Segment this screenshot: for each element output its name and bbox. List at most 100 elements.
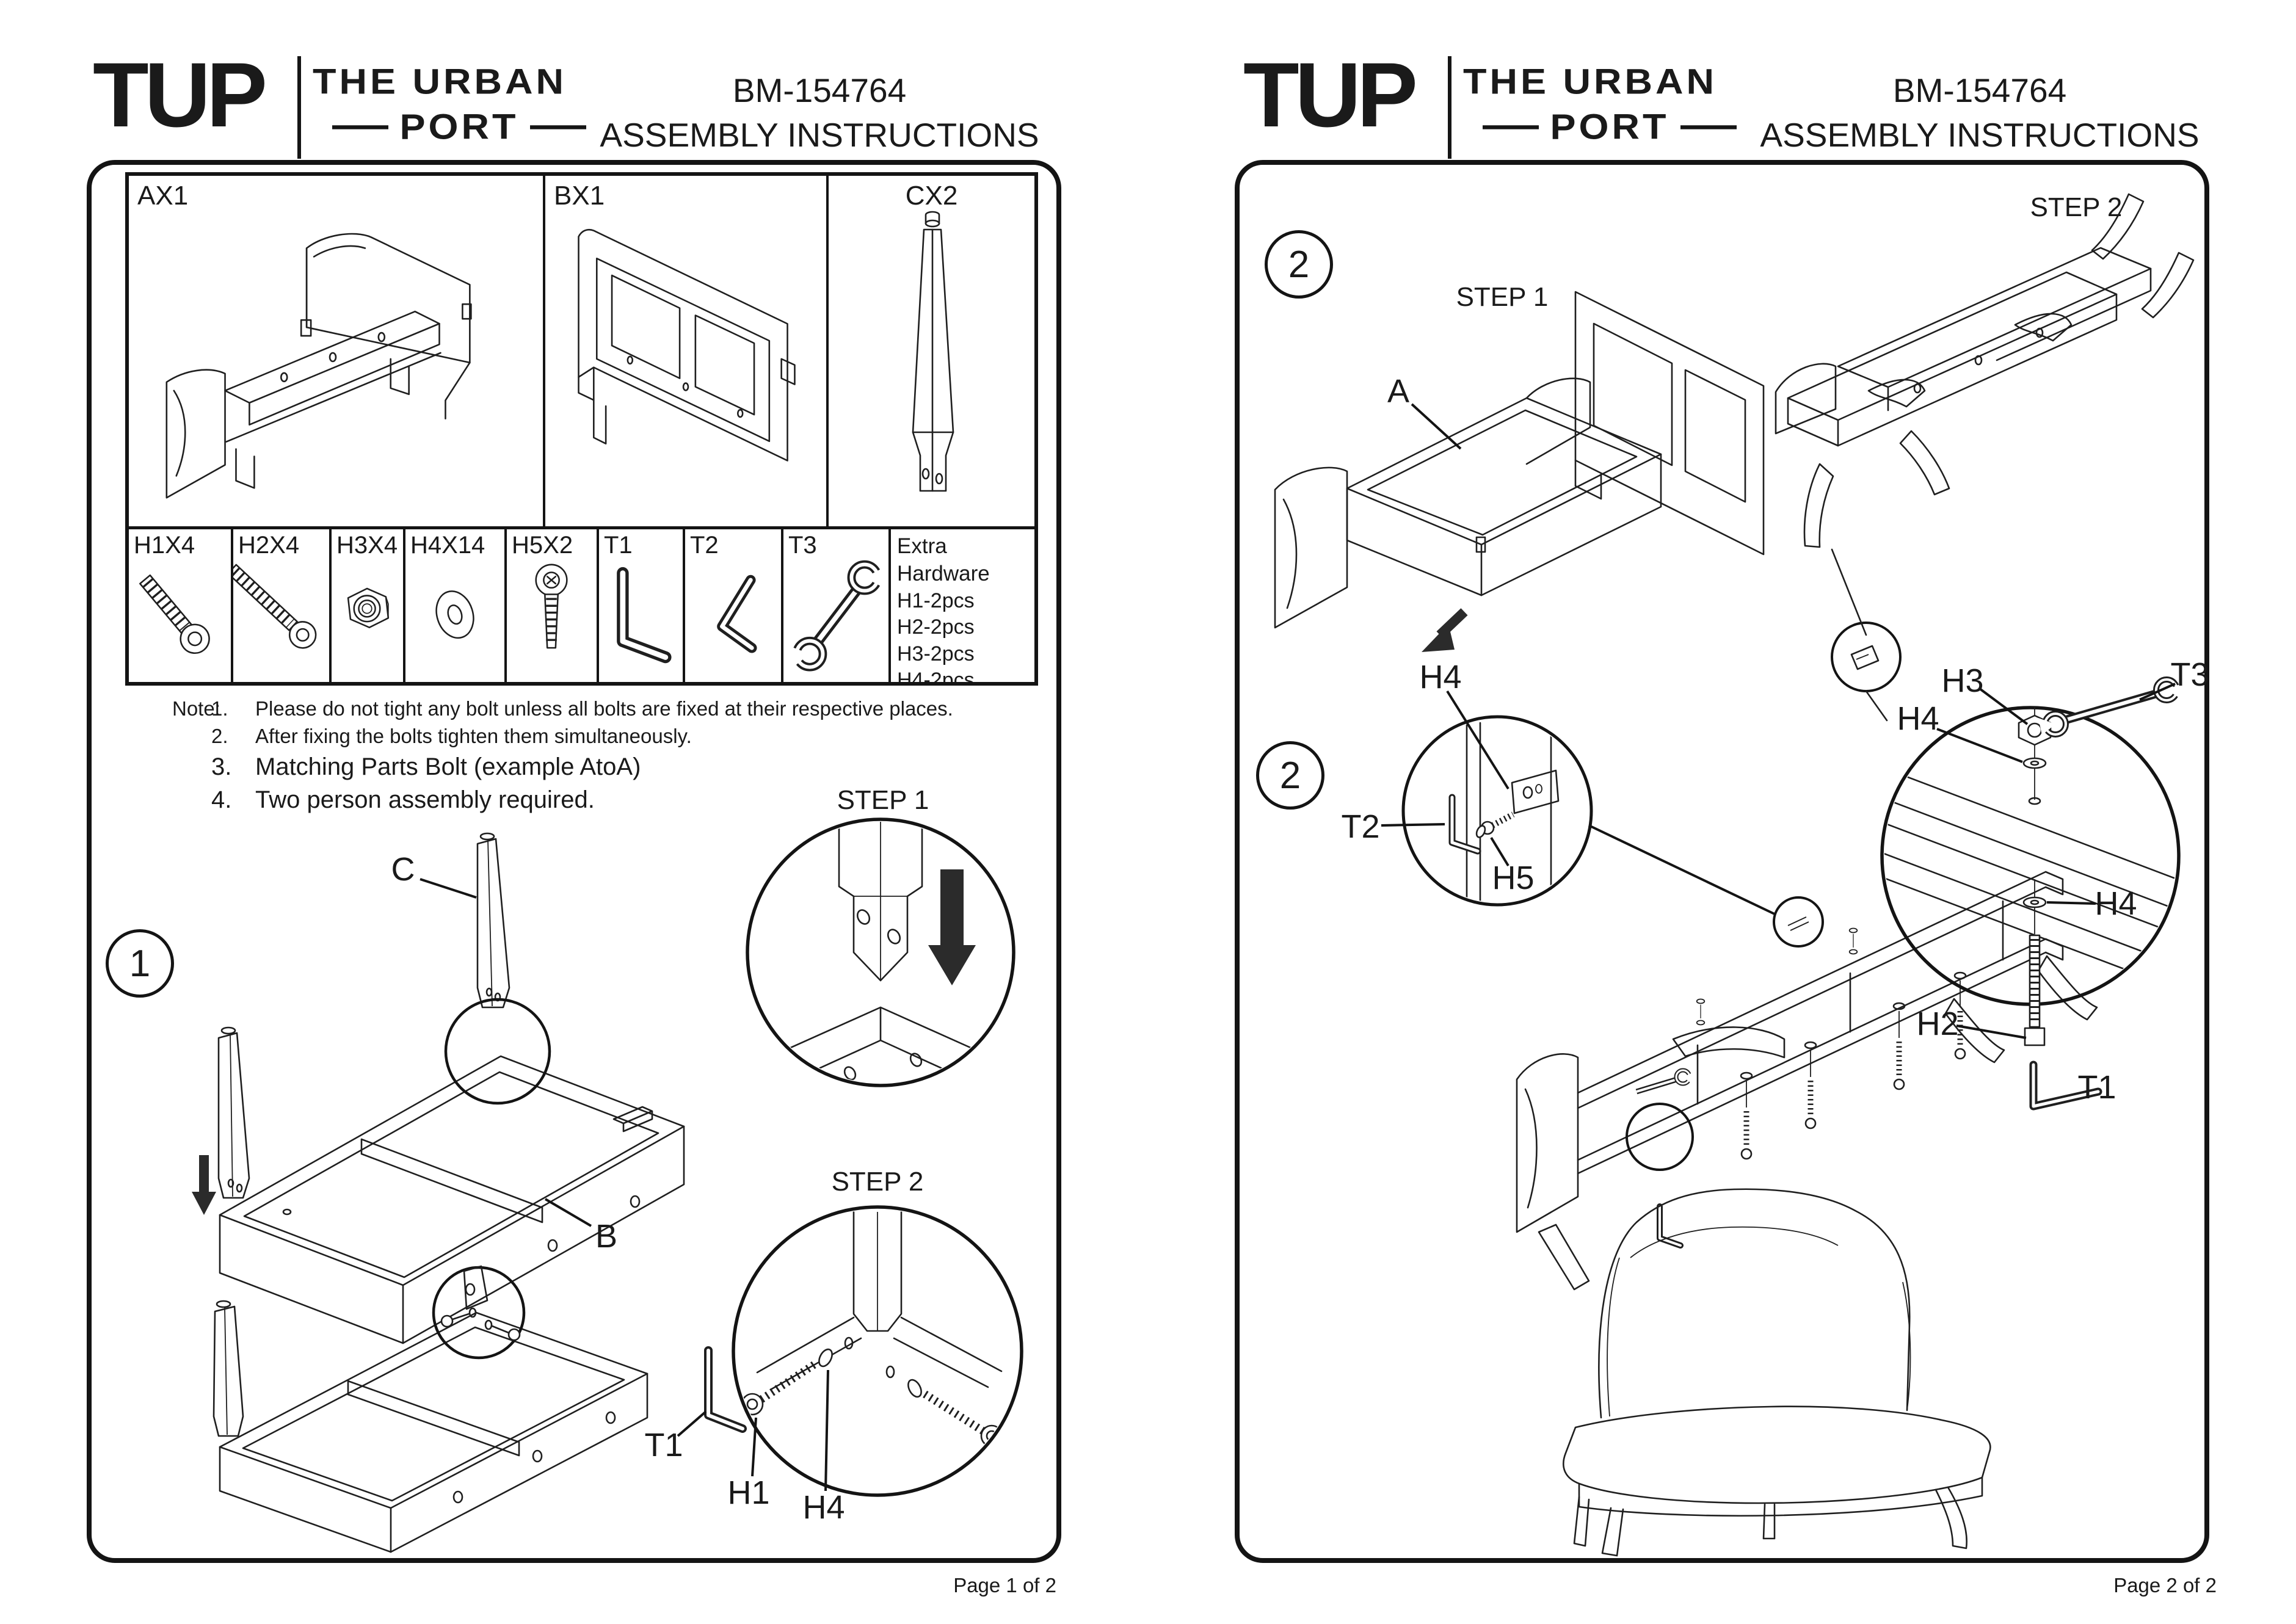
callout-h4-right-mid: H4: [2094, 885, 2137, 922]
extra-hardware-item: H1-2pcs: [897, 589, 975, 612]
hardware-cell-h5: H5X2: [507, 529, 599, 682]
step1-label: STEP 1: [1456, 282, 1549, 312]
extra-hardware-item: H2-2pcs: [897, 615, 975, 639]
note-text: Please do not tight any bolt unless all …: [255, 697, 953, 720]
brand-dash-right: [529, 125, 586, 129]
h1-bolt-icon: [139, 574, 210, 654]
hardware-label-h4: H4X14: [410, 532, 485, 559]
hardware-label-h3: H3X4: [336, 532, 398, 559]
logo-divider: [297, 56, 301, 159]
note-number: 4.: [211, 786, 232, 813]
notes-block: Note: 1. Please do not tight any bolt un…: [172, 697, 1003, 814]
callout-h4: H4: [1419, 659, 1462, 695]
parts-table: AX1 BX1: [125, 172, 1038, 686]
h4-washer-icon: [435, 590, 474, 639]
note-row-4: 4. Two person assembly required.: [172, 786, 1003, 814]
page2-footer: Page 2 of 2: [2113, 1574, 2217, 1597]
callout-h4: H4: [802, 1489, 845, 1526]
model-number: BM-154764: [1892, 71, 2067, 109]
extra-hardware-title: Extra Hardware: [897, 534, 990, 585]
hardware-cell-h4: H4X14: [405, 529, 507, 682]
note-number: 3.: [211, 753, 232, 780]
hardware-label-h5: H5X2: [512, 532, 573, 559]
document-title: BM-154764 ASSEMBLY INSTRUCTIONS: [1759, 71, 2201, 154]
title-subtitle: ASSEMBLY INSTRUCTIONS: [1760, 116, 2200, 154]
section-number: 2: [1288, 243, 1310, 286]
step2-label: STEP 2: [2030, 192, 2123, 222]
callout-h1: H1: [727, 1474, 770, 1511]
part-label-ax1: AX1: [137, 181, 189, 211]
note-text: After fixing the bolts tighten them simu…: [255, 725, 692, 747]
note-number: 1.: [211, 697, 228, 720]
callout-h2: H2: [1916, 1006, 1959, 1042]
brand-line2: PORT: [1463, 107, 1756, 147]
page-1: TUP THE URBAN PORT BM-154764 ASSEMBLY IN…: [87, 43, 1061, 1597]
callout-h3: H3: [1941, 662, 1984, 699]
hardware-label-t2: T2: [690, 532, 719, 559]
page-2: TUP THE URBAN PORT BM-154764 ASSEMBLY IN…: [1148, 0, 2296, 1624]
section-number-circle: 2: [1265, 230, 1333, 299]
extra-hardware-item: H3-2pcs: [897, 642, 975, 665]
callout-h5: H5: [1492, 860, 1535, 896]
callout-h4-right-top: H4: [1897, 700, 1939, 737]
callout-t3: T3: [2170, 656, 2209, 693]
parts-row-main: AX1 BX1: [129, 176, 1034, 526]
hardware-cell-h3: H3X4: [332, 529, 405, 682]
note-text: Matching Parts Bolt (example AtoA): [255, 753, 641, 780]
callout-b: B: [595, 1218, 618, 1255]
brand-wordmark: THE URBAN PORT: [313, 60, 606, 149]
hardware-cell-h2: H2X4: [233, 529, 332, 682]
title-subtitle: ASSEMBLY INSTRUCTIONS: [600, 116, 1039, 154]
brand-line2: PORT: [313, 107, 606, 147]
tup-logo: TUP: [93, 43, 267, 146]
hardware-cell-h1: H1X4: [129, 529, 233, 682]
note-row-1: Note: 1. Please do not tight any bolt un…: [172, 697, 1003, 720]
h3-nut-icon: [347, 587, 390, 629]
extra-hardware-list: Extra Hardware H1-2pcs H2-2pcs H3-2pcs H…: [897, 533, 1034, 682]
model-number: BM-154764: [732, 71, 907, 109]
section-number-circle: 1: [106, 929, 174, 998]
brand-dash-right: [1680, 125, 1737, 129]
brand-line1: THE URBAN: [313, 62, 567, 102]
part-cell-ax1: AX1: [129, 176, 545, 526]
callout-t1: T1: [644, 1427, 683, 1463]
hardware-label-t1: T1: [604, 532, 633, 559]
callout-a: A: [1387, 373, 1410, 410]
hardware-label-t3: T3: [788, 532, 817, 559]
document-title: BM-154764 ASSEMBLY INSTRUCTIONS: [598, 71, 1041, 154]
note-row-2: 2. After fixing the bolts tighten them s…: [172, 725, 1003, 748]
hardware-cell-t2: T2: [685, 529, 783, 682]
page1-content-border: [87, 160, 1061, 1563]
hardware-label-h2: H2X4: [238, 532, 300, 559]
extra-hardware-cell: Extra Hardware H1-2pcs H2-2pcs H3-2pcs H…: [891, 529, 1034, 682]
section-number-circle: 2: [1256, 741, 1324, 810]
page1-footer: Page 1 of 2: [953, 1574, 1056, 1597]
brand-dash-left: [1483, 125, 1539, 129]
cx2-leg-drawing: [912, 211, 954, 492]
note-text: Two person assembly required.: [255, 786, 595, 813]
section-number: 2: [1279, 754, 1301, 797]
step1-label: STEP 1: [837, 785, 929, 815]
brand-line1: THE URBAN: [1463, 62, 1717, 102]
part-label-bx1: BX1: [554, 181, 605, 211]
t1-allen-key-icon: [617, 567, 672, 664]
t3-wrench-icon: [788, 560, 885, 672]
hardware-cell-t3: T3: [783, 529, 891, 682]
page2-content-border: [1235, 160, 2209, 1563]
h5-screw-icon: [535, 564, 568, 649]
note-row-3: 3. Matching Parts Bolt (example AtoA): [172, 753, 1003, 781]
callout-t2: T2: [1341, 808, 1380, 845]
part-cell-bx1: BX1: [545, 176, 829, 526]
step2-label: STEP 2: [831, 1167, 924, 1197]
part-label-cx2: CX2: [905, 181, 958, 211]
ax1-seat-frame-drawing: [165, 233, 472, 499]
brand-dash-left: [332, 125, 389, 129]
section-number: 1: [129, 942, 151, 985]
hardware-label-h1: H1X4: [134, 532, 195, 559]
note-number: 2.: [211, 725, 228, 747]
parts-row-hardware: H1X4 H2X4: [129, 526, 1034, 682]
part-cell-cx2: CX2: [829, 176, 1034, 526]
t2-allen-key-icon: [717, 575, 757, 653]
brand-port-text: PORT: [399, 107, 519, 147]
